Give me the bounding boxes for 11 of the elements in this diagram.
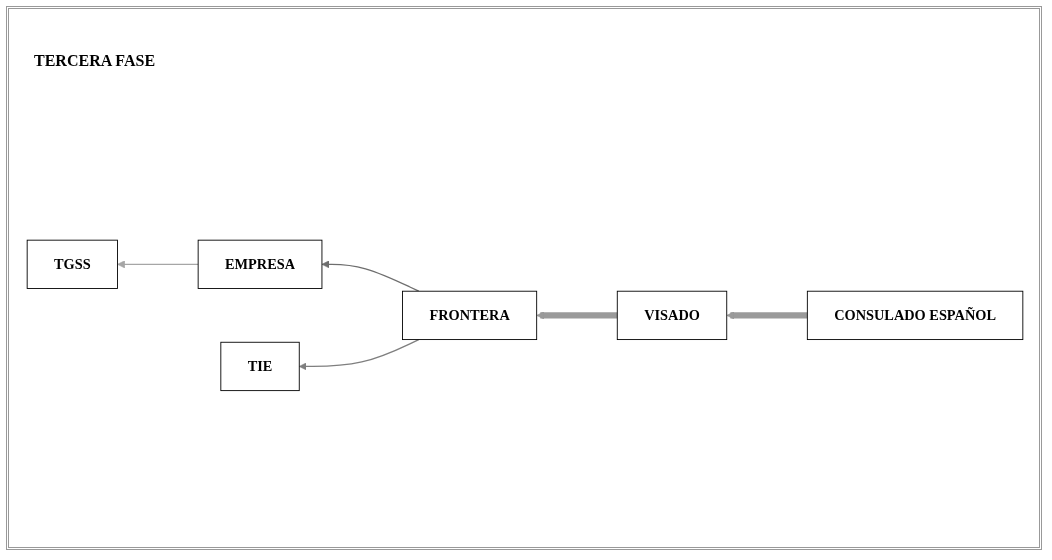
diagram-title: TERCERA FASE (34, 52, 156, 70)
node-box: FRONTERA (402, 290, 538, 340)
node-box: VISADO (616, 290, 728, 340)
arrow (536, 311, 618, 319)
node-box: EMPRESA (197, 239, 323, 289)
node-box: TIE (220, 341, 300, 391)
arrow (726, 311, 808, 319)
node-box: CONSULADO ESPAÑOL (806, 290, 1024, 340)
arrow (298, 338, 420, 370)
arrow (117, 260, 199, 268)
node-box: TGSS (26, 239, 118, 289)
